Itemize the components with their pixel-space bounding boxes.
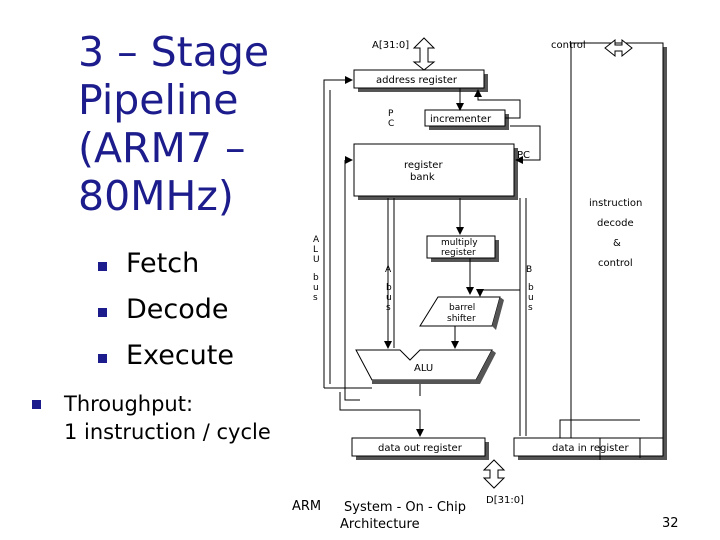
data-out-register-box <box>351 437 486 457</box>
svg-text:L: L <box>313 245 318 255</box>
stage-item: Fetch <box>92 244 234 290</box>
incrementer-label: incrementer <box>430 114 492 125</box>
throughput-line: 1 instruction / cycle <box>64 420 271 444</box>
instruction-decode-label: instruction <box>589 198 642 209</box>
pc-label-c: C <box>388 119 394 129</box>
multiply-register-box <box>426 235 496 259</box>
alu-label: ALU <box>414 363 433 374</box>
svg-text:u: u <box>386 293 392 303</box>
stage-item: Decode <box>92 290 234 336</box>
square-bullet-icon <box>32 400 41 409</box>
svg-text:B: B <box>526 265 532 275</box>
svg-text:U: U <box>313 255 320 265</box>
footer-line: Architecture <box>340 517 420 532</box>
control-label: control <box>551 40 586 51</box>
title-line: Pipeline <box>78 76 239 124</box>
data-bus-label: D[31:0] <box>486 495 524 506</box>
instruction-decode-label: control <box>598 258 633 269</box>
multiply-register-label: multiply <box>441 238 478 248</box>
addr-bus-label: A[31:0] <box>372 40 409 51</box>
address-register-label: address register <box>376 75 458 86</box>
svg-text:b: b <box>386 283 392 293</box>
barrel-shifter-label: barrel <box>449 303 475 313</box>
stage-item: Execute <box>92 336 234 382</box>
data-in-register-box <box>513 437 664 457</box>
throughput-bullet: Throughput: 1 instruction / cycle <box>32 390 332 446</box>
svg-text:s: s <box>386 303 391 313</box>
svg-text:s: s <box>528 303 533 313</box>
page-number: 32 <box>662 516 679 531</box>
multiply-register-label: register <box>441 248 476 258</box>
footer-mid: System - On - Chip Architecture <box>340 499 466 533</box>
stage-label: Decode <box>126 294 229 325</box>
register-bank-box <box>353 143 515 197</box>
svg-text:u: u <box>528 293 534 303</box>
title-line: 80MHz) <box>78 172 234 220</box>
square-bullet-icon <box>98 308 107 317</box>
title-line: 3 – Stage <box>78 28 270 76</box>
square-bullet-icon <box>98 262 107 271</box>
instruction-decode-box <box>570 42 664 457</box>
instruction-decode-label: decode <box>597 218 634 229</box>
stage-label: Execute <box>126 340 234 371</box>
svg-text:u: u <box>313 283 319 293</box>
stage-label: Fetch <box>126 248 200 279</box>
data-in-register-label: data in register <box>552 443 629 454</box>
svg-text:s: s <box>313 293 318 303</box>
register-bank-label: bank <box>410 172 435 183</box>
alu-bus-label: ALU bus <box>313 235 320 303</box>
title-line: (ARM7 – <box>78 124 246 172</box>
pc-bus-label: PC <box>517 150 530 161</box>
register-bank-label: register <box>404 160 443 171</box>
svg-text:A: A <box>313 235 320 245</box>
pc-label-p: P <box>388 109 394 119</box>
stage-list: Fetch Decode Execute <box>92 244 234 382</box>
address-register-box <box>353 69 485 89</box>
footer-line: System - On - Chip <box>344 500 467 515</box>
svg-text:A: A <box>385 265 392 275</box>
barrel-shifter-label: shifter <box>447 314 476 324</box>
throughput-line: Throughput: <box>64 392 194 416</box>
footer-left: ARM <box>292 499 322 514</box>
throughput-text: Throughput: 1 instruction / cycle <box>64 390 332 446</box>
slide-title: 3 – Stage Pipeline (ARM7 – 80MHz) <box>78 28 318 220</box>
svg-text:b: b <box>313 273 319 283</box>
svg-text:b: b <box>528 283 534 293</box>
instruction-decode-label: & <box>613 238 621 249</box>
square-bullet-icon <box>98 354 107 363</box>
data-out-register-label: data out register <box>378 443 463 454</box>
